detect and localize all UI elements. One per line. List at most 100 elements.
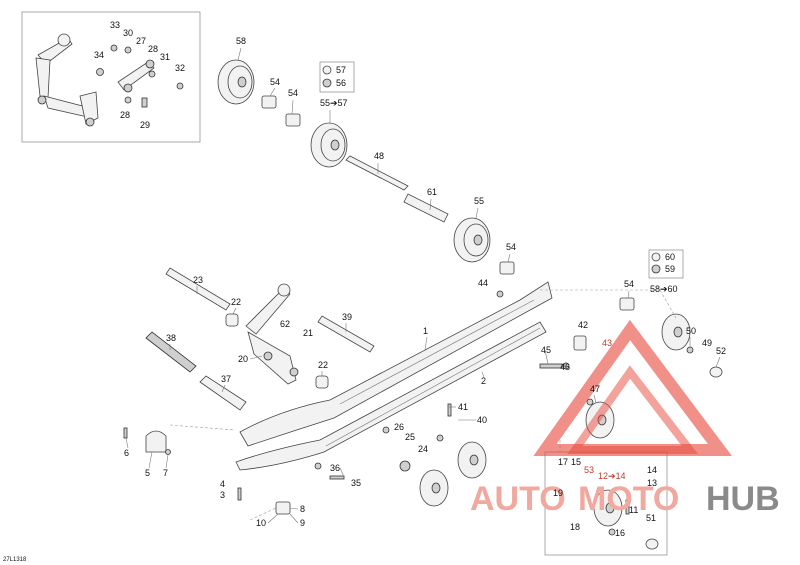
label-7: 7 bbox=[163, 468, 168, 478]
watermark-logo: AUTO MOTO HUB bbox=[470, 319, 780, 518]
label-5: 5 bbox=[145, 468, 150, 478]
label-41: 41 bbox=[458, 402, 468, 412]
label-4: 4 bbox=[220, 479, 225, 489]
label-60: 60 bbox=[665, 252, 675, 262]
shaft-37 bbox=[199, 375, 247, 411]
label-6: 6 bbox=[124, 448, 129, 458]
label-57: 57 bbox=[336, 65, 346, 75]
label-8: 8 bbox=[300, 504, 305, 514]
label-36: 36 bbox=[330, 463, 340, 473]
shaft-23 bbox=[165, 267, 231, 311]
diagram-code: 27L1318 bbox=[3, 557, 27, 563]
label-53: 53 bbox=[584, 465, 594, 475]
rail-2 bbox=[235, 321, 547, 471]
label-35: 35 bbox=[351, 478, 361, 488]
label-55-57: 55➔57 bbox=[320, 98, 348, 108]
label-12-14: 12➔14 bbox=[598, 471, 626, 481]
label-50: 50 bbox=[686, 326, 696, 336]
watermark-text-auto: AUTO bbox=[470, 480, 566, 518]
bogie-wheel-b bbox=[419, 469, 449, 507]
label-61: 61 bbox=[427, 187, 437, 197]
detail-box-upper-arm bbox=[21, 11, 201, 143]
label-19: 19 bbox=[553, 488, 563, 498]
label-54-a: 54 bbox=[270, 77, 280, 87]
washer-box-59-60 bbox=[648, 249, 684, 279]
label-43: 43 bbox=[602, 338, 612, 348]
label-54-b: 54 bbox=[288, 88, 298, 98]
label-55: 55 bbox=[474, 196, 484, 206]
label-13: 13 bbox=[647, 478, 657, 488]
label-3: 3 bbox=[220, 490, 225, 500]
bushing-54-c bbox=[499, 261, 515, 275]
label-37: 37 bbox=[221, 374, 231, 384]
label-48: 48 bbox=[374, 151, 384, 161]
callout-labels: 33 30 27 28 34 31 32 28 29 58 57 56 54 5… bbox=[3, 20, 726, 563]
label-2: 2 bbox=[481, 376, 486, 386]
label-56: 56 bbox=[336, 78, 346, 88]
label-52: 52 bbox=[716, 346, 726, 356]
label-51: 51 bbox=[646, 513, 656, 523]
bushing-54-b bbox=[285, 113, 301, 127]
label-33: 33 bbox=[110, 20, 120, 30]
label-21: 21 bbox=[303, 328, 313, 338]
label-44: 44 bbox=[478, 278, 488, 288]
bushing-54-a bbox=[261, 95, 277, 109]
label-27: 27 bbox=[136, 36, 146, 46]
label-17: 17 bbox=[558, 457, 568, 467]
idler-wheel-58-60 bbox=[661, 313, 691, 351]
axle-48 bbox=[345, 155, 409, 191]
label-40: 40 bbox=[477, 415, 487, 425]
bogie-wheel-a bbox=[457, 441, 487, 479]
shaft-39 bbox=[317, 315, 375, 353]
label-14: 14 bbox=[647, 465, 657, 475]
spacer-61 bbox=[403, 193, 449, 223]
label-34: 34 bbox=[94, 50, 104, 60]
watermark-text-hub: HUB bbox=[706, 480, 780, 518]
label-58: 58 bbox=[236, 36, 246, 46]
label-58-60: 58➔60 bbox=[650, 284, 678, 294]
top-wheel-55-57 bbox=[310, 122, 348, 168]
idler-wheel-18 bbox=[593, 489, 623, 527]
wheel-55 bbox=[453, 217, 491, 263]
label-45: 45 bbox=[541, 345, 551, 355]
shaft-38 bbox=[145, 331, 197, 373]
label-46: 46 bbox=[560, 362, 570, 372]
top-wheel-58 bbox=[217, 59, 255, 105]
label-15: 15 bbox=[571, 457, 581, 467]
label-25: 25 bbox=[405, 432, 415, 442]
label-10: 10 bbox=[256, 518, 266, 528]
label-23: 23 bbox=[193, 275, 203, 285]
leader-lines bbox=[125, 47, 721, 524]
label-47: 47 bbox=[590, 384, 600, 394]
label-42: 42 bbox=[578, 320, 588, 330]
label-59: 59 bbox=[665, 264, 675, 274]
label-24: 24 bbox=[418, 444, 428, 454]
label-49: 49 bbox=[702, 338, 712, 348]
label-16: 16 bbox=[615, 528, 625, 538]
label-54-c: 54 bbox=[506, 242, 516, 252]
label-30: 30 bbox=[123, 28, 133, 38]
washers-56-57 bbox=[322, 65, 332, 88]
upper-arm-assembly bbox=[35, 33, 184, 127]
center-arm-assembly bbox=[225, 283, 329, 389]
washers-59-60 bbox=[651, 252, 661, 274]
label-31: 31 bbox=[160, 52, 170, 62]
label-22-b: 22 bbox=[318, 360, 328, 370]
label-32: 32 bbox=[175, 63, 185, 73]
label-11: 11 bbox=[629, 505, 638, 515]
watermark-text-moto: MOTO bbox=[578, 480, 679, 518]
label-54-d: 54 bbox=[624, 279, 634, 289]
label-62: 62 bbox=[280, 319, 290, 329]
label-1: 1 bbox=[423, 326, 428, 336]
label-28-top: 28 bbox=[148, 44, 158, 54]
label-26: 26 bbox=[394, 422, 404, 432]
label-39: 39 bbox=[342, 312, 352, 322]
label-18: 18 bbox=[570, 522, 580, 532]
washer-box-56-57 bbox=[319, 61, 355, 93]
label-28-bottom: 28 bbox=[120, 110, 130, 120]
label-29: 29 bbox=[140, 120, 150, 130]
label-20: 20 bbox=[238, 354, 248, 364]
label-9: 9 bbox=[300, 518, 305, 528]
label-22-a: 22 bbox=[231, 297, 241, 307]
